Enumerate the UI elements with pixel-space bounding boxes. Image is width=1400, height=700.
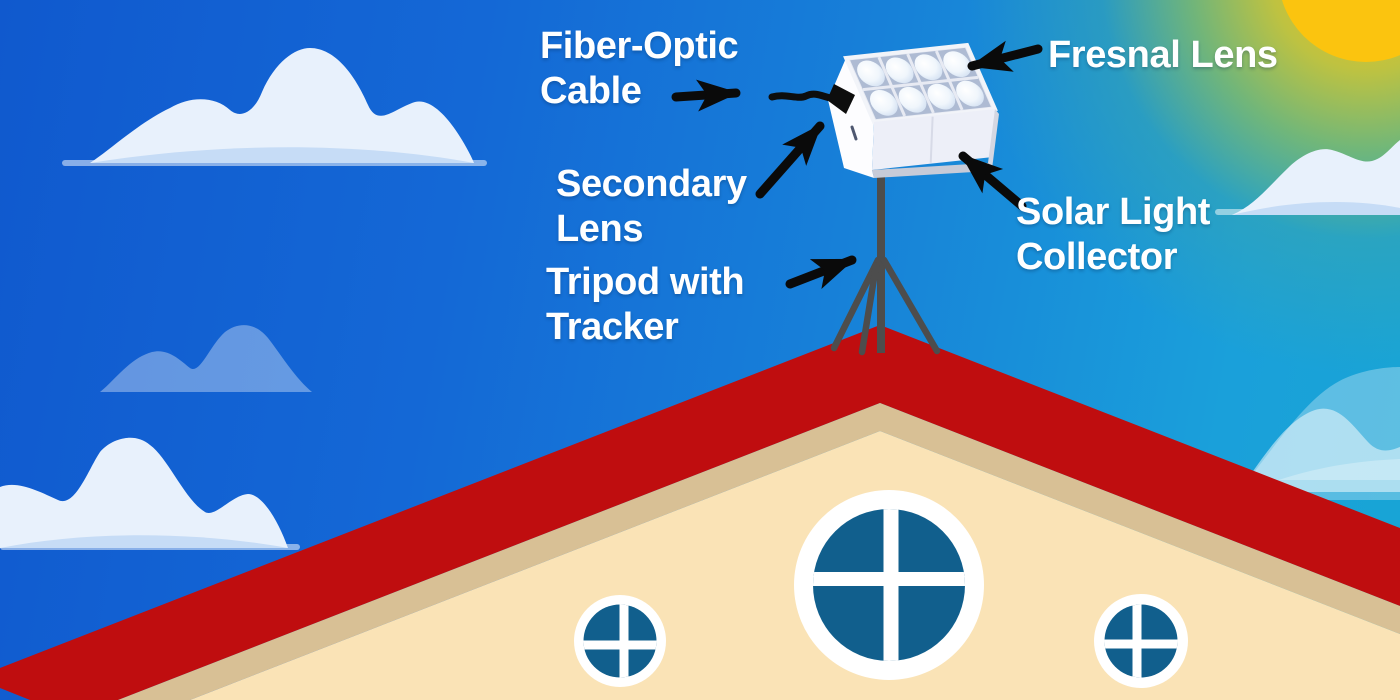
fresnel-lens-array: [846, 45, 995, 122]
house: [0, 325, 1400, 700]
arrow-tripod-with-tracker: [785, 255, 857, 289]
lens-grid-lines: [850, 48, 991, 119]
cloud-body: [90, 48, 474, 163]
label-line: Collector: [1016, 236, 1178, 278]
collector-right-edge: [988, 109, 999, 169]
roof: [0, 325, 1400, 700]
window-muntins: [1104, 604, 1178, 678]
label-line: Lens: [556, 208, 644, 250]
window-right: [1094, 594, 1188, 688]
cloud-middle-left: [100, 325, 312, 392]
tripod-leg-right: [880, 256, 941, 355]
cloud-body: [0, 437, 288, 548]
window-left: [574, 595, 666, 687]
arrow-fiber-optic-cable: [671, 79, 741, 112]
label-line: Tracker: [546, 306, 679, 348]
cloud-body: [1232, 140, 1400, 215]
cloud-underside: [1232, 202, 1400, 215]
tripod-leg-left: [830, 256, 882, 352]
cloud-body-front: [1238, 408, 1400, 492]
cloud-bottom-left: [0, 437, 300, 550]
label-fresnal-lens: Fresnal Lens: [1048, 33, 1278, 78]
label-line: Fiber-Optic: [540, 25, 739, 67]
label-secondary-lens: Secondary Lens: [556, 162, 747, 252]
eave-shadow: [118, 403, 1400, 700]
label-line: Fresnal Lens: [1048, 34, 1278, 76]
cloud-body: [100, 325, 312, 392]
label-line: Solar Light: [1016, 191, 1211, 233]
tripod: [830, 172, 941, 356]
arrow-secondary-lens: [755, 121, 825, 199]
cable-connector-notch: [827, 84, 855, 114]
arrow-solar-light-collector: [958, 151, 1027, 211]
solar-light-collector-device: [772, 45, 999, 178]
window-muntins: [583, 604, 657, 678]
front-panel-seam: [931, 117, 933, 163]
lens-bubbles: [857, 51, 984, 116]
label-solar-light-collector: Solar Light Collector: [1016, 190, 1210, 280]
cloud-underside: [0, 535, 288, 548]
label-line: Cable: [540, 70, 642, 112]
annotation-arrows: [671, 40, 1043, 289]
window-center: [794, 490, 984, 680]
side-face-latch: [850, 125, 858, 141]
cloud-underside: [90, 147, 474, 163]
cloud-top-right: [1215, 140, 1400, 215]
label-fiber-optic-cable: Fiber-Optic Cable: [540, 24, 739, 114]
sun: [1281, 0, 1400, 62]
label-tripod-with-tracker: Tripod with Tracker: [546, 260, 745, 350]
cloud-bottom-right: [1230, 367, 1400, 500]
collector-bottom-edge: [872, 163, 990, 178]
tripod-leg-middle: [858, 262, 880, 356]
arrow-fresnal-lens: [967, 40, 1043, 72]
window-muntins: [813, 509, 965, 661]
label-line: Tripod with: [546, 261, 745, 303]
label-line: Secondary: [556, 163, 747, 205]
cloud-top-left: [62, 48, 487, 166]
